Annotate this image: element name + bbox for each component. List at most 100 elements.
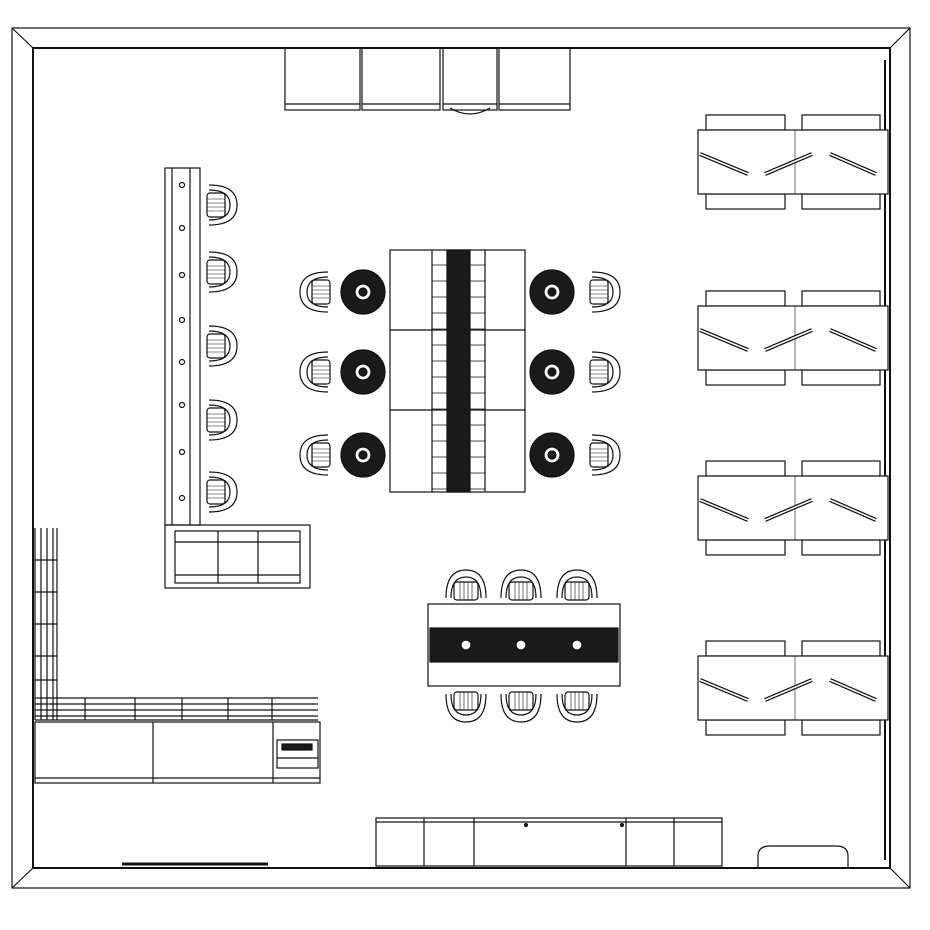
chair-arm: [505, 693, 537, 716]
planter-center: [358, 287, 368, 297]
chair-arm: [208, 256, 231, 288]
chair-arm: [306, 439, 329, 471]
appliance-icon: [276, 739, 319, 769]
chair-arm: [591, 276, 614, 308]
keyboard-inner: [699, 329, 749, 351]
chair-arm: [306, 276, 329, 308]
keyboard-inner: [764, 499, 813, 521]
chair-icon: [206, 325, 238, 367]
chair-rect: [705, 719, 786, 736]
chair-back: [445, 569, 487, 599]
chair-rect: [705, 290, 786, 307]
handle: [523, 822, 529, 828]
chair-back: [208, 184, 238, 226]
chair-icon: [589, 271, 621, 313]
keyboard-inner: [829, 499, 877, 521]
chair-icon: [589, 434, 621, 476]
keyboard-inner: [829, 679, 877, 701]
chair-rect: [801, 719, 881, 736]
keyboard-inner: [699, 679, 749, 701]
outlet-icon: [178, 224, 186, 232]
outlet-icon: [178, 181, 186, 189]
chair-seat: [564, 581, 590, 601]
chair-seat: [206, 192, 226, 218]
outlet-icon: [178, 358, 186, 366]
planter-center: [547, 450, 557, 460]
chair-icon: [500, 569, 542, 601]
chair-icon: [206, 399, 238, 441]
chair-icon: [299, 434, 331, 476]
desk-group: [697, 114, 889, 210]
chair-back: [208, 251, 238, 293]
chair-back: [556, 693, 598, 723]
chair-arm: [561, 693, 593, 716]
keyboard-inner: [764, 329, 813, 351]
chair-arm: [208, 476, 231, 508]
chair-rect: [705, 193, 786, 210]
planter-center: [547, 367, 557, 377]
cabinet: [284, 47, 361, 111]
bottom-cabinets: [375, 817, 849, 868]
desk-group: [697, 290, 889, 386]
chair-back: [500, 569, 542, 599]
bottom-cabinet-run: [375, 817, 723, 867]
chair-icon: [556, 569, 598, 601]
chair-seat: [311, 279, 331, 305]
planter-ring: [515, 639, 527, 651]
chair-rect: [705, 114, 786, 131]
keyboard-inner: [764, 153, 813, 175]
chair-back: [208, 399, 238, 441]
chair-arm: [208, 330, 231, 362]
desk-group: [697, 640, 889, 736]
bench-return-inner: [174, 530, 301, 584]
keyboard-inner: [699, 153, 749, 175]
chair-seat: [589, 279, 609, 305]
planter-ring: [460, 639, 472, 651]
chair-seat: [564, 691, 590, 711]
appliance-panel: [281, 743, 313, 751]
chair-seat: [311, 442, 331, 468]
chair-rect: [801, 539, 881, 556]
chair-icon: [206, 184, 238, 226]
outlet-icon: [178, 448, 186, 456]
keyboard-inner: [699, 499, 749, 521]
chair-seat: [311, 359, 331, 385]
chair-rect: [705, 539, 786, 556]
chair-back: [208, 471, 238, 513]
chair-back: [299, 271, 329, 313]
chair-seat: [453, 691, 479, 711]
keyboard-inner: [764, 679, 813, 701]
chair-back: [208, 325, 238, 367]
chair-seat: [508, 581, 534, 601]
chair-arm: [208, 404, 231, 436]
l-shaped-shelving: [34, 528, 321, 784]
outlet-icon: [178, 271, 186, 279]
chair-rect: [801, 460, 881, 477]
top-cabinets: [284, 47, 571, 115]
chair-seat: [206, 333, 226, 359]
chair-seat: [206, 259, 226, 285]
cabinet: [498, 47, 571, 111]
desk-group: [697, 460, 889, 556]
cabinet: [361, 47, 441, 111]
planter-center: [358, 450, 368, 460]
chair-rect: [801, 114, 881, 131]
chair-seat: [453, 581, 479, 601]
chair-icon: [556, 691, 598, 723]
chair-rect: [801, 369, 881, 386]
planter-ring: [571, 639, 583, 651]
chair-icon: [206, 251, 238, 293]
chair-back: [500, 693, 542, 723]
meeting-table: [427, 569, 621, 723]
chair-icon: [589, 351, 621, 393]
chair-icon: [445, 569, 487, 601]
chair-back: [591, 351, 621, 393]
chair-icon: [500, 691, 542, 723]
outlet-icon: [178, 316, 186, 324]
chair-seat: [589, 359, 609, 385]
keyboard-inner: [829, 329, 877, 351]
chair-back: [591, 271, 621, 313]
chair-back: [445, 693, 487, 723]
chair-seat: [508, 691, 534, 711]
